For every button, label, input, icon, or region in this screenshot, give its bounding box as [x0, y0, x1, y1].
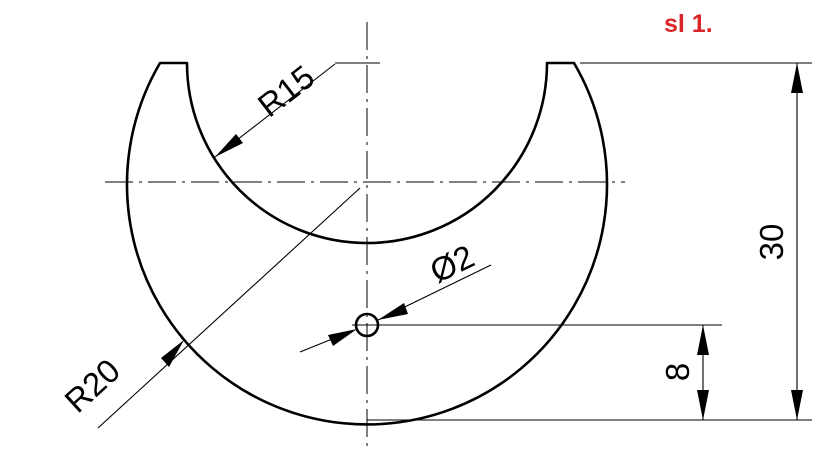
d2-arrow-right [378, 303, 408, 320]
sheet-label: sl 1. [664, 10, 713, 38]
d2-text: Ø2 [424, 237, 480, 290]
dim-8-text: 8 [659, 363, 696, 381]
dim-30-text: 30 [753, 224, 790, 261]
dim-8-arrow-top [697, 325, 709, 355]
dim-8-arrow-bottom [697, 390, 709, 420]
d2-arrow-left [328, 329, 357, 346]
dim-30-arrow-top [791, 63, 803, 93]
part-outline [125, 61, 609, 426]
dim-30-arrow-bottom [791, 390, 803, 420]
r20-text: R20 [57, 351, 127, 419]
r15-text: R15 [251, 58, 322, 124]
r20-leader [97, 187, 361, 429]
r15-arrow [215, 134, 243, 157]
r20-arrow [161, 340, 184, 367]
